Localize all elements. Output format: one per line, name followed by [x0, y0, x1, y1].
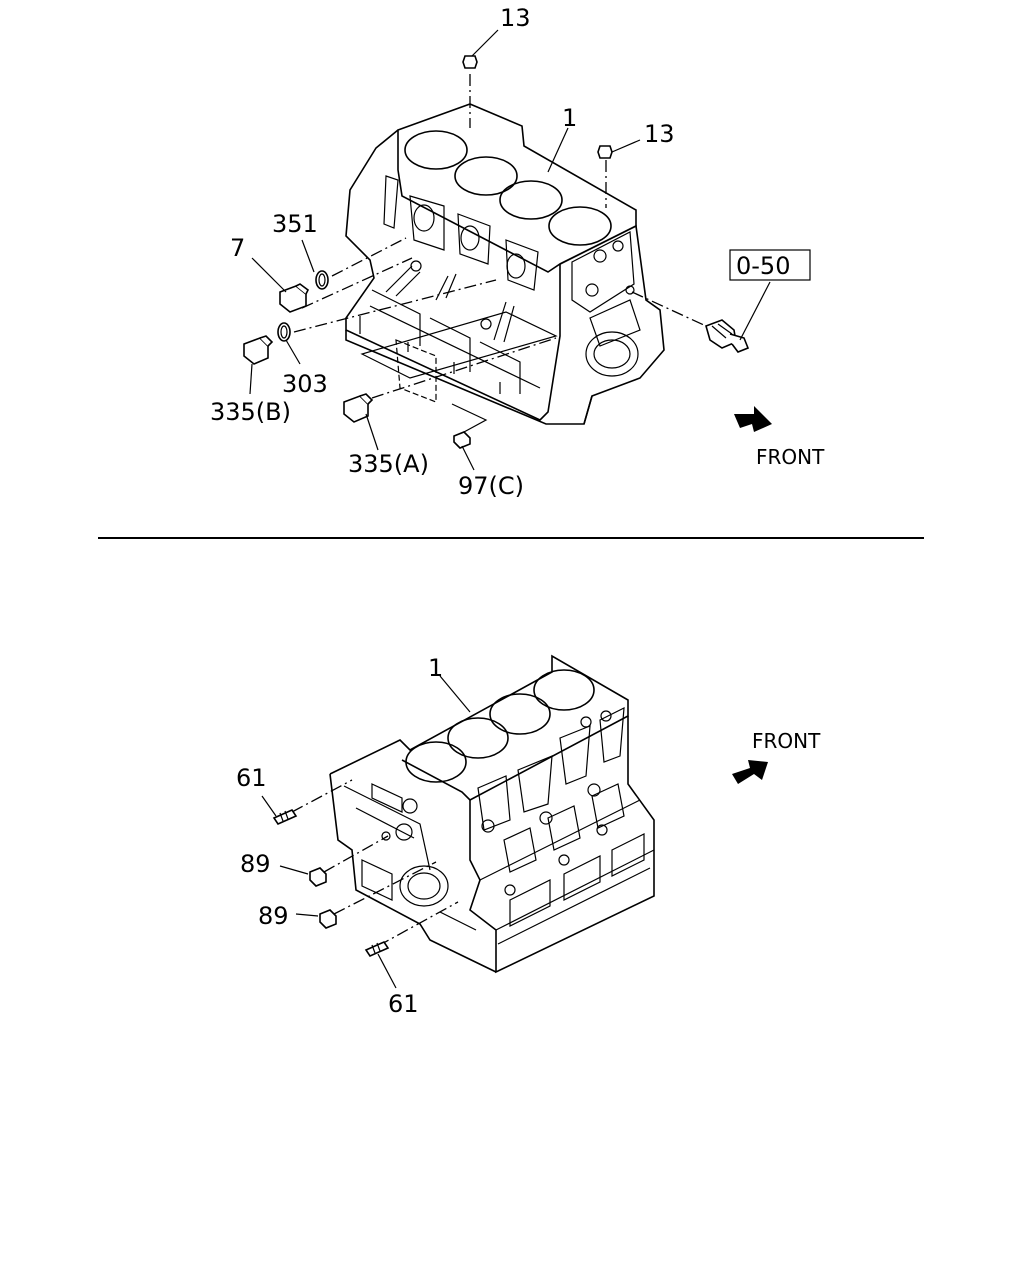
o-ring-351-part — [315, 270, 329, 290]
reference-box-0-50 — [729, 249, 811, 281]
plug-89-lower-part — [319, 909, 337, 929]
callout-61-upper: 61 — [236, 764, 267, 792]
stud-61-lower-part — [364, 940, 390, 958]
washer-303-part — [277, 322, 291, 342]
callout-97c: 97(C) — [458, 472, 524, 500]
front-label-top: FRONT — [756, 445, 825, 469]
plug-97c-part — [453, 431, 471, 449]
front-arrow-icon — [734, 406, 772, 432]
callout-13-right: 13 — [644, 120, 675, 148]
cylinder-block-bottom — [329, 654, 655, 974]
callout-89-lower: 89 — [258, 902, 289, 930]
callout-89-upper: 89 — [240, 850, 271, 878]
callout-335b: 335(B) — [210, 398, 291, 426]
cylinder-block-top — [345, 103, 665, 425]
callout-1-bottom: 1 — [428, 654, 443, 682]
front-label-bottom: FRONT — [752, 729, 821, 753]
callout-335a: 335(A) — [348, 450, 429, 478]
stud-13-right-part — [597, 145, 613, 159]
callout-7: 7 — [230, 234, 245, 262]
plug-89-upper-part — [309, 867, 327, 887]
callout-351: 351 — [272, 210, 318, 238]
callout-1-top: 1 — [562, 104, 577, 132]
callout-61-lower: 61 — [388, 990, 419, 1018]
top-diagram: 13 13 1 351 7 303 335(B) 335(A) 97(C) 0-… — [210, 4, 825, 500]
callout-0-50: 0-50 — [736, 252, 790, 280]
stud-13-left-part — [462, 55, 478, 69]
front-arrow-bottom-icon — [732, 760, 768, 784]
stud-61-upper-part — [272, 808, 298, 826]
plug-335a-part — [343, 393, 374, 423]
callout-13-left: 13 — [500, 4, 531, 32]
bottom-diagram: 1 61 89 89 61 FRONT — [236, 654, 821, 1018]
plug-7-part — [279, 283, 310, 313]
callout-303: 303 — [282, 370, 328, 398]
sensor-0-50-part — [705, 319, 750, 353]
plug-335b-part — [243, 335, 274, 365]
